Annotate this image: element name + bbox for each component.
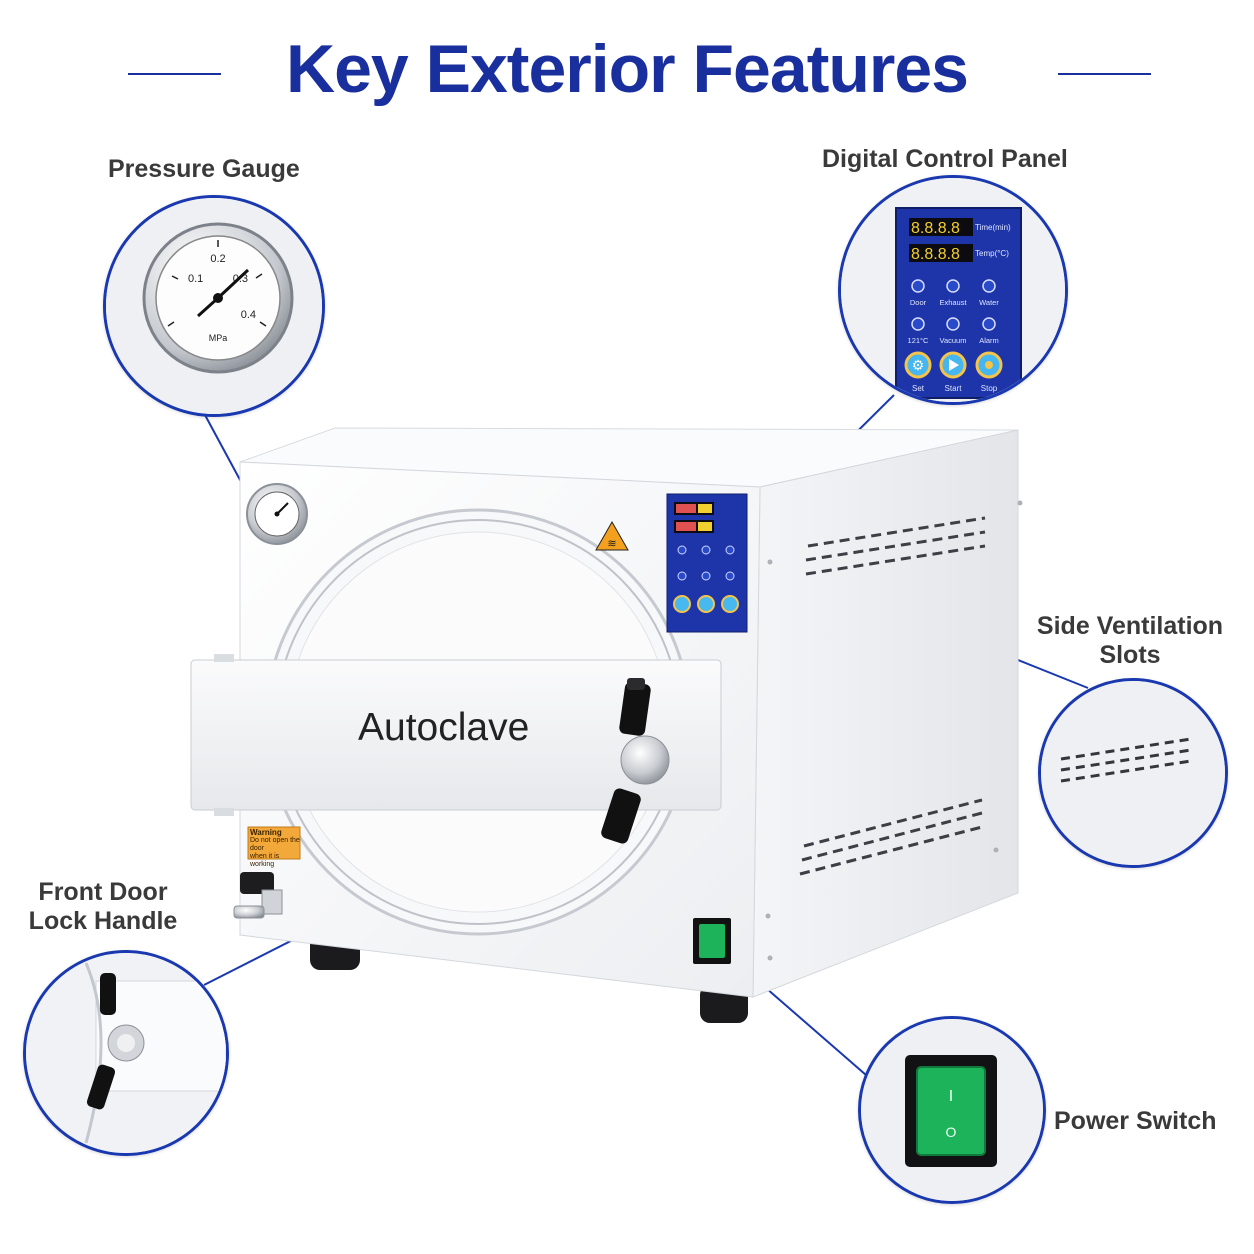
start-icon	[949, 359, 959, 371]
label-power-switch: Power Switch	[1054, 1107, 1217, 1135]
label-side-ventilation: Side Ventilation Slots	[1020, 612, 1240, 670]
door-handle-detail	[26, 953, 226, 1153]
indicator-alarm: Alarm	[979, 336, 999, 345]
indicator-exhaust: Exhaust	[939, 298, 967, 307]
warning-title: Warning	[250, 828, 282, 837]
control-panel-detail: 8.8.8.8 8.8.8.8 Time(min) Temp(°C) Door …	[841, 178, 1065, 402]
zoom-door-handle	[23, 950, 229, 1156]
indicator-121c: 121°C	[908, 336, 930, 345]
button-set-label: Set	[912, 384, 925, 393]
zoom-control-panel: 8.8.8.8 8.8.8.8 Time(min) Temp(°C) Door …	[838, 175, 1068, 405]
label-door-handle-line1: Front Door	[38, 878, 168, 906]
stop-icon	[985, 361, 993, 369]
device-name: Autoclave	[358, 706, 530, 749]
page-title: Key Exterior Features	[286, 31, 969, 107]
zoom-power-switch: I O	[858, 1016, 1046, 1204]
zoom-side-ventilation	[1038, 678, 1228, 868]
indicator-door: Door	[910, 298, 927, 307]
button-start-label: Start	[945, 384, 963, 393]
gauge-tick-4: 0.4	[241, 309, 256, 321]
gauge-detail: 0.1 0.2 0.3 0.4 MPa	[106, 198, 322, 414]
switch-on-symbol: I	[949, 1088, 953, 1105]
temp-label: Temp(°C)	[975, 249, 1009, 258]
label-side-ventilation-line1: Side Ventilation	[1036, 612, 1224, 640]
label-pressure-gauge: Pressure Gauge	[108, 155, 300, 183]
warning-sticker: Warning Do not open the door when it is …	[250, 829, 300, 869]
label-door-handle: Front Door Lock Handle	[18, 878, 188, 936]
title-rule-right	[1058, 73, 1151, 75]
temp-display: 8.8.8.8	[911, 246, 960, 263]
svg-text:≋: ≋	[607, 538, 616, 550]
indicator-vacuum: Vacuum	[940, 336, 967, 345]
ventilation-detail	[1041, 681, 1225, 865]
warning-text-line2: when it is working	[250, 853, 280, 868]
label-side-ventilation-line2: Slots	[1099, 641, 1161, 669]
set-icon: ⚙	[912, 357, 925, 373]
zoom-pressure-gauge: 0.1 0.2 0.3 0.4 MPa	[103, 195, 325, 417]
time-label: Time(min)	[975, 223, 1011, 232]
gauge-unit: MPa	[209, 333, 228, 343]
label-door-handle-line2: Lock Handle	[28, 907, 178, 935]
gauge-tick-1: 0.1	[188, 273, 203, 285]
power-switch-detail: I O	[861, 1019, 1043, 1201]
label-control-panel: Digital Control Panel	[822, 145, 1068, 173]
switch-off-symbol: O	[946, 1124, 957, 1140]
title-rule-left	[128, 73, 221, 75]
indicator-water: Water	[979, 298, 999, 307]
warning-text-line1: Do not open the door	[250, 837, 300, 852]
button-stop-label: Stop	[981, 384, 998, 393]
time-display: 8.8.8.8	[911, 220, 960, 237]
gauge-tick-2: 0.2	[210, 253, 225, 265]
